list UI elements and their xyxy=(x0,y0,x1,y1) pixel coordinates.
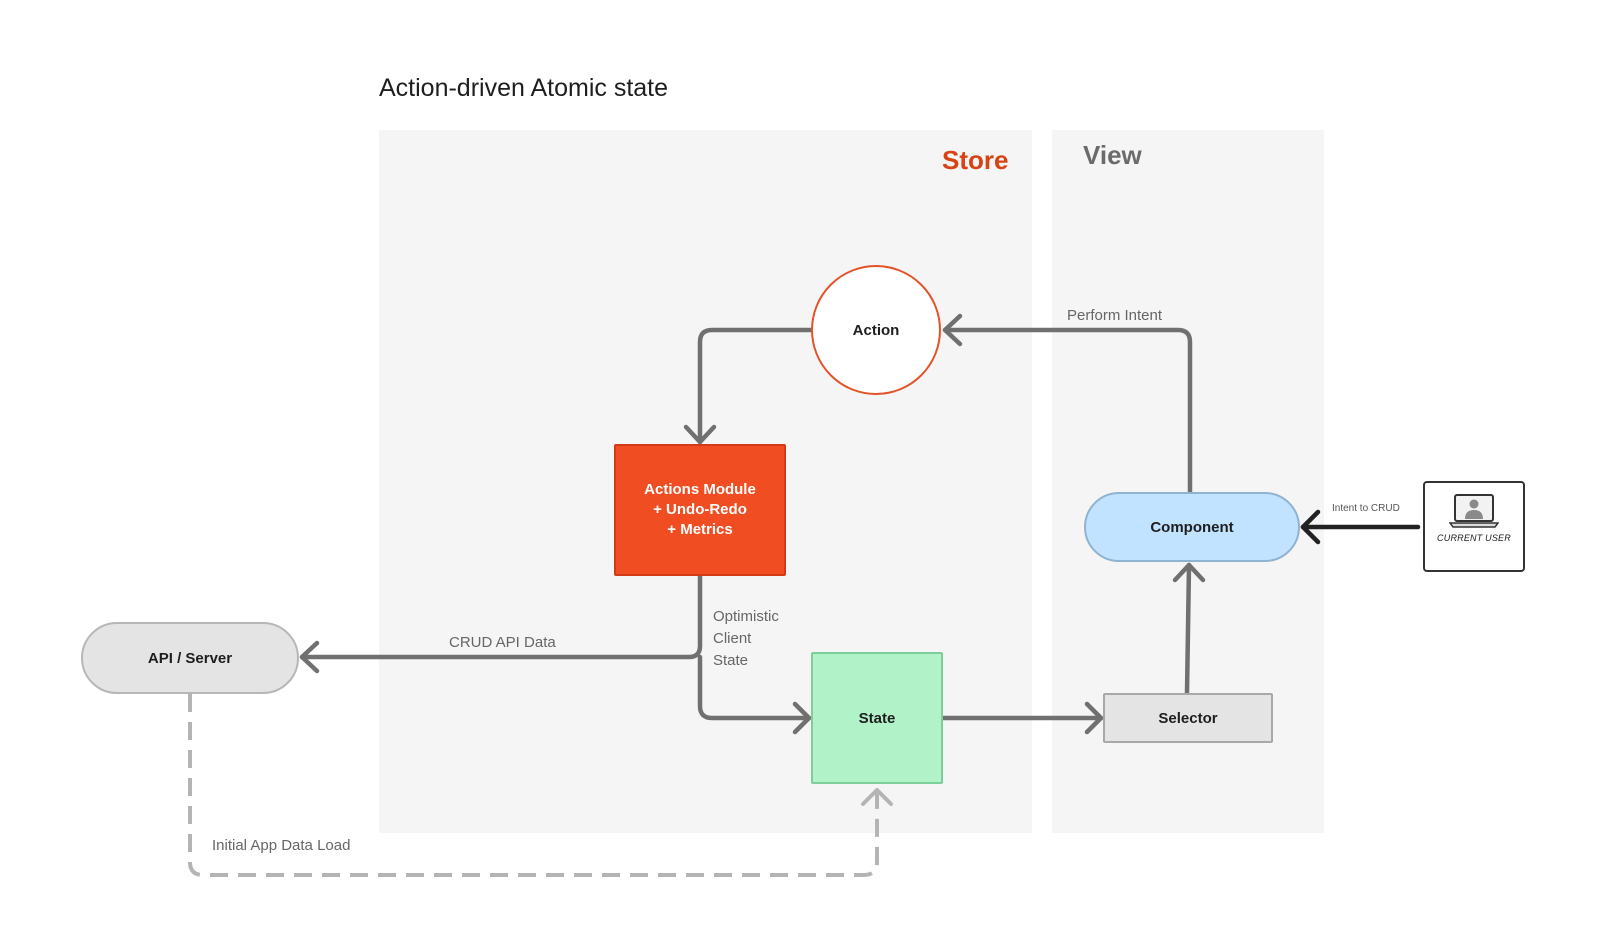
intent-to-crud-label: Intent to CRUD xyxy=(1332,503,1400,514)
edge-selector-to-component xyxy=(1184,562,1192,696)
actions-module-node: Actions Module + Undo-Redo + Metrics xyxy=(614,444,786,576)
optimistic-line-1: Optimistic xyxy=(713,608,779,625)
action-node: Action xyxy=(811,265,941,395)
edge-action-to-module xyxy=(697,327,814,445)
store-panel-label: Store xyxy=(942,145,1009,175)
component-node-label: Component xyxy=(1150,518,1234,536)
edge-initial-app-data-load xyxy=(188,694,879,877)
state-node-label: State xyxy=(858,709,896,727)
arrowhead-intent-to-crud xyxy=(1300,509,1321,545)
actions-module-line-1: Actions Module xyxy=(644,481,756,498)
actions-module-line-3: + Metrics xyxy=(667,521,733,538)
optimistic-line-2: Client xyxy=(713,630,752,647)
view-panel-label: View xyxy=(1083,140,1142,170)
perform-intent-label: Perform Intent xyxy=(1067,307,1163,324)
optimistic-line-3: State xyxy=(713,652,749,669)
user-laptop-icon xyxy=(1449,494,1499,528)
current-user-node: CURRENT USER xyxy=(1423,481,1525,572)
actions-module-line-2: + Undo-Redo xyxy=(653,501,747,518)
api-server-node-label: API / Server xyxy=(147,649,233,667)
selector-node: Selector xyxy=(1103,693,1273,743)
initial-app-data-load-label: Initial App Data Load xyxy=(212,837,351,854)
arrowhead-perform-intent xyxy=(942,313,963,347)
action-node-label: Action xyxy=(852,321,900,339)
api-server-node: API / Server xyxy=(81,622,299,694)
component-node: Component xyxy=(1084,492,1300,562)
page-title: Action-driven Atomic state xyxy=(379,74,669,102)
arrowhead-crud-api-data xyxy=(299,640,320,674)
arrowhead-initial-app-data-load xyxy=(861,788,893,806)
arrowhead-selector-to-component xyxy=(1172,562,1206,583)
selector-node-label: Selector xyxy=(1158,709,1218,727)
state-node: State xyxy=(811,652,943,784)
arrowhead-optimistic-state xyxy=(792,701,812,735)
optimistic-client-state-label: Optimistic Client State xyxy=(713,606,779,672)
crud-api-data-label: CRUD API Data xyxy=(449,634,556,651)
edge-optimistic-state xyxy=(697,654,812,721)
edge-crud-api-data xyxy=(299,573,703,660)
arrowhead-action-to-module xyxy=(683,424,717,445)
arrowhead-state-to-selector xyxy=(1084,701,1104,735)
current-user-label: CURRENT USER xyxy=(1437,533,1511,543)
edge-perform-intent xyxy=(942,327,1193,495)
